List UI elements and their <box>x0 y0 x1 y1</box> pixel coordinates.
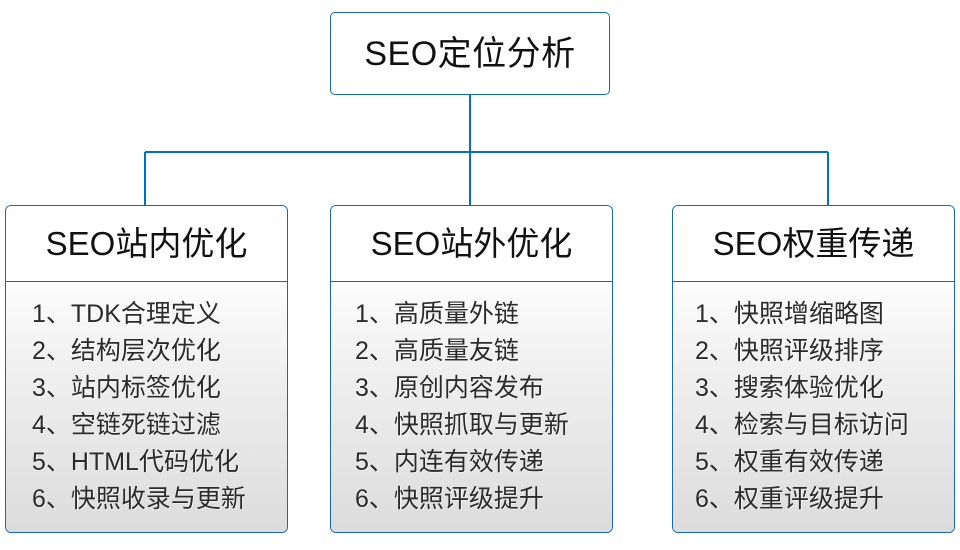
branch-item-list: 1、TDK合理定义 2、结构层次优化 3、站内标签优化 4、空链死链过滤 5、H… <box>6 296 287 518</box>
list-item: 5、权重有效传递 <box>695 448 884 476</box>
branch-card-seo-weight[interactable]: SEO权重传递 1、快照增缩略图 2、快照评级排序 3、搜索体验优化 4、检索与… <box>672 205 955 533</box>
branch-header: SEO权重传递 <box>673 206 954 282</box>
list-item: 4、检索与目标访问 <box>695 411 909 439</box>
list-item: 3、搜索体验优化 <box>695 374 884 402</box>
branch-body: 1、高质量外链 2、高质量友链 3、原创内容发布 4、快照抓取与更新 5、内连有… <box>331 282 612 532</box>
branch-body: 1、快照增缩略图 2、快照评级排序 3、搜索体验优化 4、检索与目标访问 5、权… <box>673 282 954 532</box>
list-item: 1、快照增缩略图 <box>695 300 884 328</box>
branch-card-seo-onsite[interactable]: SEO站内优化 1、TDK合理定义 2、结构层次优化 3、站内标签优化 4、空链… <box>5 205 288 533</box>
branch-card-seo-offsite[interactable]: SEO站外优化 1、高质量外链 2、高质量友链 3、原创内容发布 4、快照抓取与… <box>330 205 613 533</box>
branch-title: SEO权重传递 <box>712 225 915 262</box>
list-item: 3、原创内容发布 <box>355 374 544 402</box>
list-item: 5、内连有效传递 <box>355 448 544 476</box>
list-item: 4、快照抓取与更新 <box>355 411 569 439</box>
list-item: 6、快照收录与更新 <box>32 485 246 513</box>
branch-header: SEO站内优化 <box>6 206 287 282</box>
list-item: 2、结构层次优化 <box>32 337 221 365</box>
branch-header: SEO站外优化 <box>331 206 612 282</box>
branch-title: SEO站内优化 <box>45 225 248 262</box>
list-item: 1、高质量外链 <box>355 300 519 328</box>
list-item: 4、空链死链过滤 <box>32 411 221 439</box>
root-node-title: SEO定位分析 <box>364 34 576 73</box>
branch-item-list: 1、高质量外链 2、高质量友链 3、原创内容发布 4、快照抓取与更新 5、内连有… <box>331 296 612 518</box>
list-item: 6、快照评级提升 <box>355 485 544 513</box>
branch-item-list: 1、快照增缩略图 2、快照评级排序 3、搜索体验优化 4、检索与目标访问 5、权… <box>673 296 954 518</box>
root-node[interactable]: SEO定位分析 <box>330 12 610 95</box>
branch-title: SEO站外优化 <box>370 225 573 262</box>
list-item: 1、TDK合理定义 <box>32 300 221 328</box>
list-item: 6、权重评级提升 <box>695 485 884 513</box>
list-item: 3、站内标签优化 <box>32 374 221 402</box>
list-item: 2、高质量友链 <box>355 337 519 365</box>
list-item: 5、HTML代码优化 <box>32 448 239 476</box>
list-item: 2、快照评级排序 <box>695 337 884 365</box>
branch-body: 1、TDK合理定义 2、结构层次优化 3、站内标签优化 4、空链死链过滤 5、H… <box>6 282 287 532</box>
